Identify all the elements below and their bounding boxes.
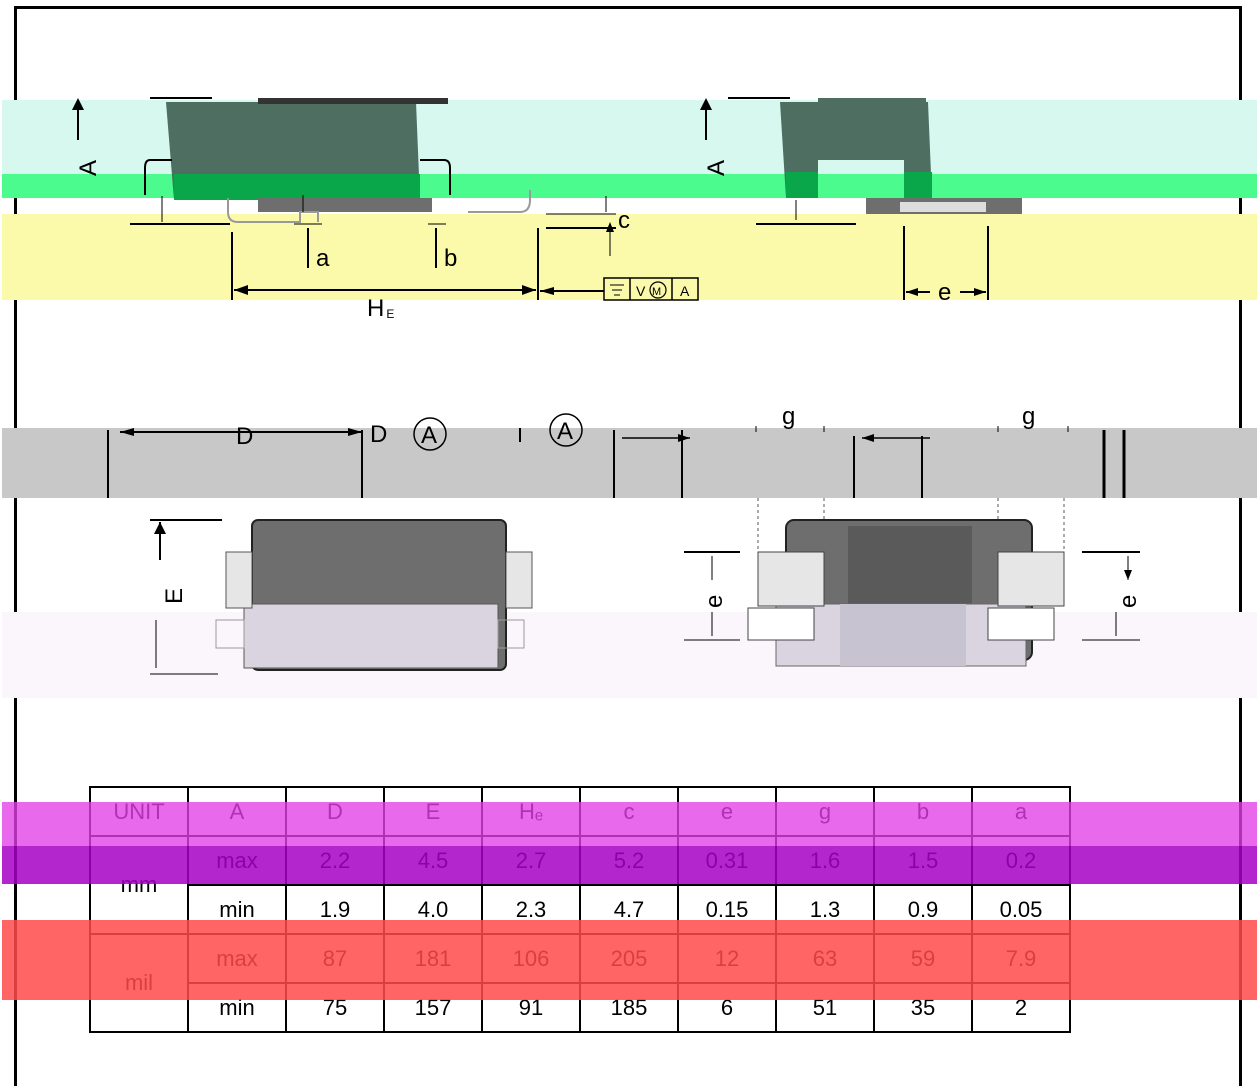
dim-e-top: e (938, 279, 951, 306)
dim-e-left: e (701, 595, 728, 608)
datum-A-circle-2: A (557, 418, 573, 445)
datum-A-circle-1: A (421, 422, 437, 449)
dim-b: b (444, 245, 457, 272)
dim-A-left: A (75, 160, 102, 176)
dim-A-right: A (703, 160, 730, 176)
table-band-magenta (2, 802, 1257, 846)
dim-c: c (618, 207, 630, 234)
top-view-left: E (150, 519, 533, 675)
top-view-right: e e (684, 498, 1142, 667)
table-band-purple (2, 846, 1257, 884)
dim-D-datum: D (370, 421, 387, 448)
dim-g-right: g (1022, 403, 1035, 430)
dim-D: D (236, 423, 253, 450)
dim-g-left: g (782, 403, 795, 430)
dim-a: a (316, 245, 330, 272)
side-view-right: A e (700, 97, 1022, 306)
table-band-red (2, 920, 1257, 1000)
tol-frame-A: A (680, 283, 690, 299)
tol-frame-M: M (652, 286, 661, 298)
drawing-frame (14, 6, 1242, 1086)
dim-e-right: e (1115, 595, 1142, 608)
dimension-row-middle: D D A A g g (107, 403, 1126, 498)
dim-E: E (161, 588, 188, 604)
band-gray (2, 428, 1257, 498)
tol-frame-V: V (636, 283, 646, 299)
